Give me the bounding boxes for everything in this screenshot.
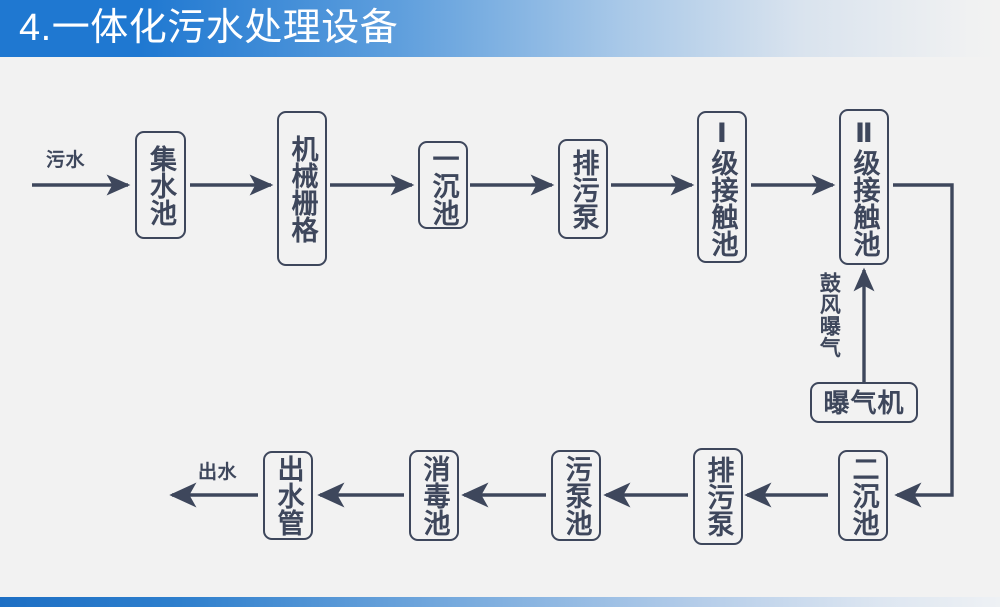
node-label: 污泵池 (561, 455, 592, 536)
node-label: 排污泵 (568, 148, 599, 230)
connector-lines-layer (32, 174, 954, 508)
node-chushuiguan[interactable]: 出水管 (263, 451, 313, 540)
node-xiaoduchi[interactable]: 消毒池 (409, 450, 459, 541)
footer-bar (0, 597, 1000, 607)
page-title: 4.一体化污水处理设备 (19, 7, 399, 49)
node-paiwubeng-upper[interactable]: 排污泵 (558, 139, 608, 239)
arrow-contact2-to-erchenchi (893, 183, 954, 508)
header-bar: 4.一体化污水处理设备 (0, 0, 1000, 57)
node-label: 机械栅格 (287, 134, 318, 243)
outlet-label: 出水 (198, 462, 238, 483)
node-jiechuchi-1[interactable]: Ⅰ级接触池 (697, 111, 747, 263)
node-label: Ⅱ级接触池 (849, 117, 880, 257)
node-jishuichi[interactable]: 集水池 (135, 131, 186, 239)
aeration-label: 鼓风曝气 (817, 272, 841, 358)
node-label: 出水管 (273, 455, 304, 536)
process-flow-diagram: 污水 出水 鼓风曝气 集水池 机械栅格 一沉池 排污泵 Ⅰ级接触池 Ⅱ级接触池 … (0, 57, 1000, 597)
node-baoqiji[interactable]: 曝气机 (810, 382, 918, 423)
node-label: 消毒池 (419, 455, 450, 536)
node-label: 集水池 (145, 144, 176, 226)
node-label: 排污泵 (703, 456, 734, 537)
node-paiwubeng-lower[interactable]: 排污泵 (693, 448, 743, 545)
node-yichenchi[interactable]: 一沉池 (418, 141, 468, 229)
node-wubengchi[interactable]: 污泵池 (551, 450, 601, 541)
node-label: 曝气机 (823, 387, 905, 418)
node-label: 一沉池 (428, 144, 459, 226)
node-jiechuchi-2[interactable]: Ⅱ级接触池 (839, 109, 889, 265)
node-label: 二沉池 (848, 455, 879, 536)
node-jixieshanqe[interactable]: 机械栅格 (277, 111, 327, 266)
node-label: Ⅰ级接触池 (707, 117, 738, 257)
node-erchenchi[interactable]: 二沉池 (838, 450, 888, 541)
inlet-label: 污水 (46, 150, 86, 171)
